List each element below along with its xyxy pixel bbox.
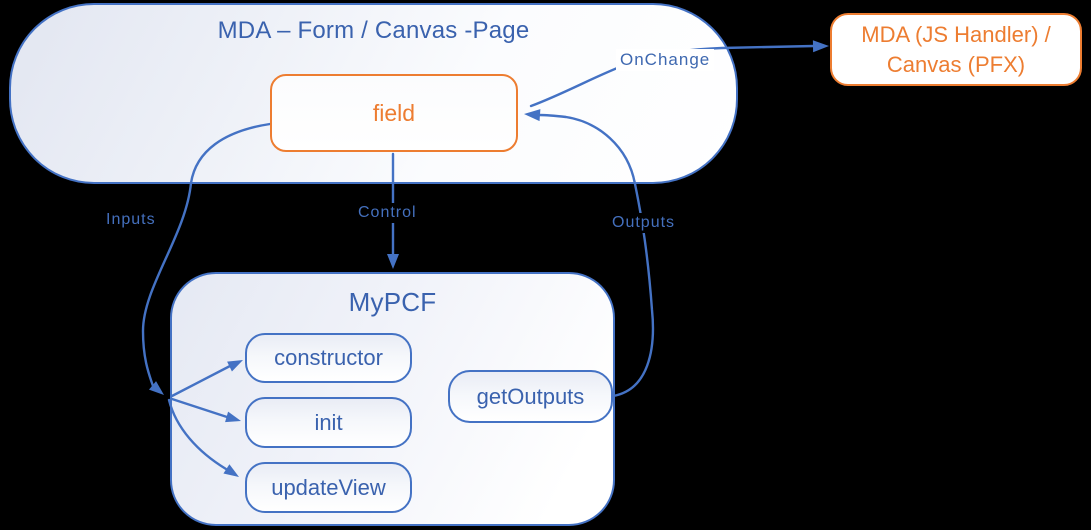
node-init: init — [245, 397, 412, 448]
container-mda-form-canvas-page: MDA – Form / Canvas -Page — [9, 3, 738, 184]
edge-fan-updateview — [167, 398, 228, 471]
edge-fan-constructor — [170, 364, 232, 398]
node-handler-line1: MDA (JS Handler) / — [861, 21, 1051, 47]
arrowhead-fan-constructor — [227, 360, 243, 372]
edge-label-control: Control — [354, 203, 421, 223]
mda-container-title: MDA – Form / Canvas -Page — [217, 17, 530, 44]
arrowhead-fan-init — [225, 411, 241, 423]
node-updateview-label: updateView — [271, 474, 386, 500]
node-getoutputs: getOutputs — [448, 370, 613, 423]
node-updateview: updateView — [245, 462, 412, 513]
arrowhead-fan-updateview — [223, 464, 239, 477]
mypcf-container-title: MyPCF — [348, 287, 437, 317]
arrowhead-onchange — [812, 40, 829, 53]
node-field-label: field — [372, 99, 416, 126]
arrowhead-control — [387, 254, 399, 269]
arrowhead-outputs — [524, 109, 541, 122]
edge-label-outputs: Outputs — [608, 213, 680, 233]
node-init-label: init — [314, 409, 343, 435]
node-getoutputs-label: getOutputs — [476, 383, 585, 409]
node-field: field — [270, 74, 518, 152]
node-mda-js-handler-canvas-pfx: MDA (JS Handler) / Canvas (PFX) — [830, 13, 1082, 86]
node-handler-line2: Canvas (PFX) — [886, 51, 1026, 77]
edge-fan-init — [170, 397, 229, 419]
node-constructor-label: constructor — [274, 345, 383, 370]
edge-label-onchange: OnChange — [616, 49, 715, 71]
edge-outputs-curve — [537, 113, 655, 398]
arrowhead-inputs — [148, 381, 164, 395]
edge-inputs-curve — [141, 122, 272, 388]
edge-label-inputs: Inputs — [102, 210, 160, 230]
node-constructor: constructor — [245, 333, 412, 383]
